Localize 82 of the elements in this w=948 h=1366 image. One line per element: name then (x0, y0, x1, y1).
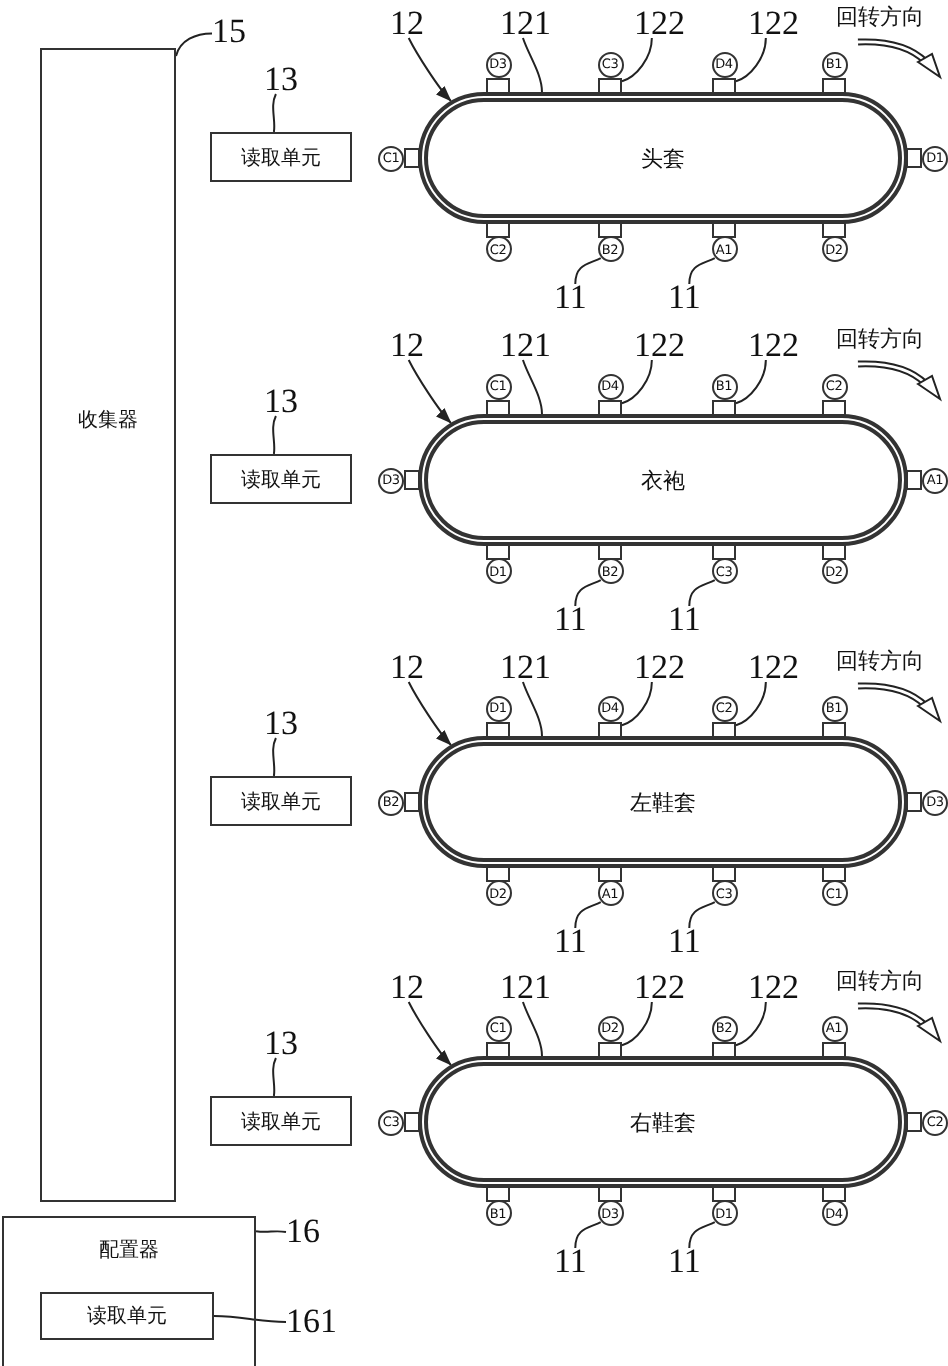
leader-line (574, 1221, 602, 1249)
callout-number: 11 (668, 928, 701, 956)
leader-line (688, 579, 716, 607)
callout-number: 121 (500, 332, 551, 360)
callout-number: 12 (390, 974, 424, 1002)
rotation-label: 回转方向 (836, 966, 924, 996)
callout-number: 122 (748, 654, 799, 682)
callout-number: 11 (668, 606, 701, 634)
leader-line (175, 32, 213, 58)
rotation-label: 回转方向 (836, 2, 924, 32)
callout-number: 122 (634, 332, 685, 360)
leader-line (735, 37, 767, 83)
tag-holder-icon (712, 400, 736, 416)
leader-line (688, 901, 716, 929)
leader-arrow (407, 359, 452, 424)
callout-number: 16 (286, 1218, 320, 1246)
leader-line (621, 1001, 653, 1047)
leader-line (621, 359, 653, 405)
leader-line (521, 359, 543, 415)
tag-holder-icon (598, 78, 622, 94)
leader-line (688, 1221, 716, 1249)
leader-line (272, 93, 277, 133)
callout-number: 11 (554, 606, 587, 634)
process-box: 读取单元 (210, 132, 352, 182)
leader-arrow (407, 37, 452, 102)
callout-number: 13 (264, 388, 298, 416)
leader-line (688, 257, 716, 285)
container-box (2, 1216, 256, 1366)
process-box: 收集器 (40, 48, 176, 1202)
leader-line (574, 901, 602, 929)
leader-line (621, 681, 653, 727)
leader-line (521, 37, 543, 93)
callout-number: 12 (390, 10, 424, 38)
tag-holder-icon (598, 1042, 622, 1058)
callout-number: 13 (264, 66, 298, 94)
leader-line (735, 681, 767, 727)
leader-line (735, 1001, 767, 1047)
leader-line (213, 1315, 287, 1323)
callout-number: 11 (668, 284, 701, 312)
process-box: 读取单元 (40, 1292, 214, 1340)
tag-holder-icon (598, 722, 622, 738)
process-box: 读取单元 (210, 454, 352, 504)
callout-number: 121 (500, 974, 551, 1002)
callout-number: 13 (264, 710, 298, 738)
box-title: 配置器 (99, 1237, 159, 1264)
tag-holder-icon (712, 78, 736, 94)
leader-arrow (407, 681, 452, 746)
leader-line (735, 359, 767, 405)
tag-holder-icon (712, 722, 736, 738)
leader-line (255, 1230, 287, 1233)
leader-line (621, 37, 653, 83)
callout-number: 15 (212, 18, 246, 46)
callout-number: 11 (554, 1248, 587, 1276)
tag-holder-icon (712, 1042, 736, 1058)
rotation-label: 回转方向 (836, 324, 924, 354)
process-box: 读取单元 (210, 776, 352, 826)
leader-line (272, 415, 277, 455)
callout-number: 11 (554, 928, 587, 956)
callout-number: 161 (286, 1308, 337, 1336)
leader-line (521, 1001, 543, 1057)
callout-number: 122 (748, 332, 799, 360)
tag-holder-icon (598, 400, 622, 416)
callout-number: 122 (634, 654, 685, 682)
callout-number: 12 (390, 332, 424, 360)
callout-number: 121 (500, 654, 551, 682)
callout-number: 122 (748, 10, 799, 38)
callout-number: 12 (390, 654, 424, 682)
callout-number: 122 (748, 974, 799, 1002)
callout-number: 121 (500, 10, 551, 38)
leader-line (272, 737, 277, 777)
rotation-label: 回转方向 (836, 646, 924, 676)
leader-line (272, 1057, 277, 1097)
callout-number: 13 (264, 1030, 298, 1058)
process-box: 读取单元 (210, 1096, 352, 1146)
callout-number: 122 (634, 974, 685, 1002)
callout-number: 122 (634, 10, 685, 38)
leader-line (574, 579, 602, 607)
leader-line (574, 257, 602, 285)
leader-arrow (407, 1001, 452, 1066)
callout-number: 11 (554, 284, 587, 312)
leader-line (521, 681, 543, 737)
callout-number: 11 (668, 1248, 701, 1276)
